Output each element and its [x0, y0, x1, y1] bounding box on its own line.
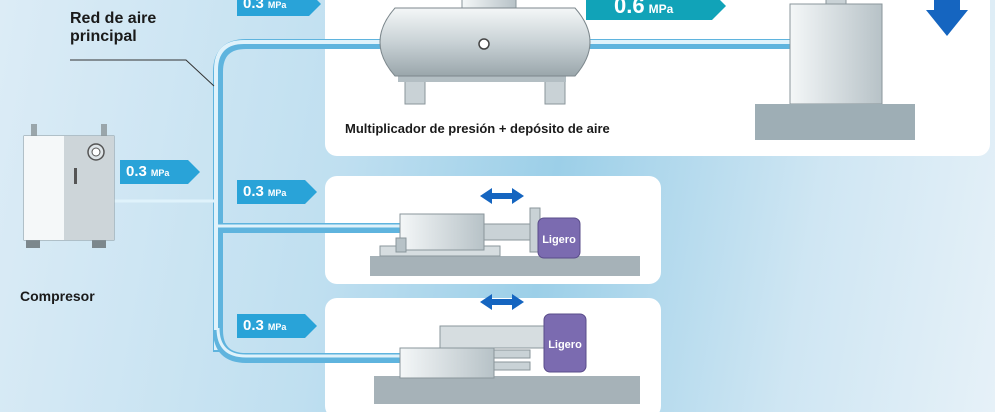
pressure-unit: MPa	[267, 188, 287, 198]
load-light-1: Ligero	[537, 217, 581, 259]
actuator-1	[370, 188, 640, 276]
actuator-2	[374, 294, 640, 404]
bidirectional-arrow-icon	[480, 188, 524, 204]
compressor-label: Compresor	[20, 288, 95, 304]
down-arrow-icon	[926, 0, 968, 36]
pressure-value: 0.3	[243, 0, 264, 12]
pressure-unit: MPa	[267, 0, 287, 10]
load-label-2: Ligero	[548, 339, 582, 351]
pressure-unit: MPa	[267, 322, 287, 332]
load-label-1: Ligero	[542, 234, 576, 246]
pipe-network	[112, 39, 800, 363]
load-light-2: Ligero	[543, 313, 587, 373]
pressure-value: 0.3	[243, 317, 264, 334]
pressure-booster	[755, 0, 915, 140]
air-tank	[379, 0, 591, 105]
main-network-label: Red de aire principal	[70, 10, 157, 45]
bidirectional-arrow-icon	[480, 294, 524, 310]
pressure-value: 0.6	[614, 0, 645, 18]
pressure-value: 0.3	[243, 183, 264, 200]
booster-label: Multiplicador de presión + depósito de a…	[345, 121, 610, 136]
pressure-unit: MPa	[648, 2, 674, 16]
compressor-unit	[23, 124, 115, 248]
pressure-unit: MPa	[150, 168, 170, 178]
pressure-value: 0.3	[126, 163, 147, 180]
label-leader-line	[70, 59, 215, 87]
